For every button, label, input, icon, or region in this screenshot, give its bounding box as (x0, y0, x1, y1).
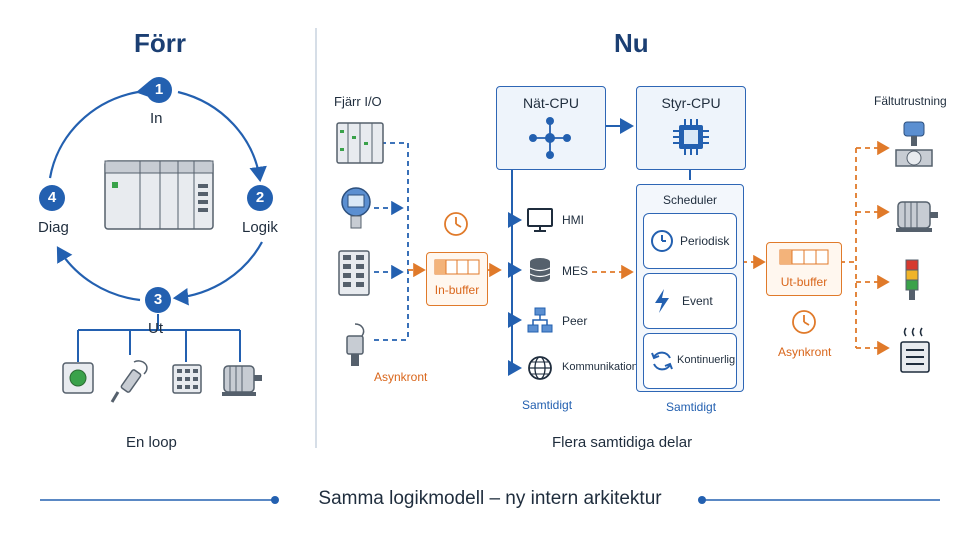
step-diag: 4 (38, 184, 66, 217)
step-logic: 2 (246, 184, 274, 217)
step-number: 4 (47, 189, 57, 206)
loop-arc-logic (177, 90, 267, 183)
indicator-icon (62, 362, 94, 399)
peer-icon (526, 306, 554, 339)
step-label-logic: Logik (242, 219, 278, 236)
service-mes: MES (562, 264, 589, 278)
scheduler-label: Scheduler (662, 193, 718, 207)
service-peer: Peer (562, 314, 588, 328)
step-label-diag: Diag (38, 219, 69, 236)
left-title: Förr (134, 28, 186, 58)
hmi-icon (526, 206, 554, 239)
chip-icon (671, 117, 711, 162)
footer-tagline: Samma logikmodell – ny intern arkitektur (318, 488, 662, 509)
task-periodic-label: Periodisk (680, 234, 730, 248)
network-icon (527, 115, 573, 166)
transmitter-icon (338, 186, 374, 235)
step-number: 2 (255, 189, 265, 206)
loop-arc-diag (56, 246, 141, 302)
concurrent-ctrl-label: Samtidigt (666, 400, 717, 414)
task-periodic: Periodisk (643, 213, 737, 269)
motor-icon (894, 196, 940, 241)
loop-arc-in (48, 80, 153, 179)
refresh-icon (650, 349, 674, 378)
service-hmi: HMI (562, 213, 584, 227)
field-label: Fältutrustning (874, 94, 947, 108)
async-label-right: Asynkront (778, 345, 832, 359)
lightning-icon (652, 288, 672, 319)
sensor-icon (108, 356, 154, 411)
task-event-label: Event (682, 294, 713, 308)
loop-arc-out (172, 241, 263, 306)
in-buffer-label: In-buffer (434, 283, 480, 297)
task-event: Event (643, 273, 737, 329)
timer-icon (650, 229, 674, 258)
motor-icon (220, 360, 264, 403)
step-label-out: Ut (148, 320, 163, 337)
concurrent-net-label: Samtidigt (522, 398, 573, 412)
task-continuous-label: Kontinuerlig (677, 354, 736, 366)
scheduler-box: Scheduler Periodisk Event Kontinuerlig (636, 184, 744, 392)
remote-io-label: Fjärr I/O (334, 94, 382, 109)
service-communication: Kommunikation (562, 361, 638, 373)
terminal-block-icon (338, 250, 370, 301)
valve-icon (894, 120, 934, 181)
clock-icon (790, 308, 818, 341)
ctrl-cpu-box: Styr-CPU (636, 86, 746, 170)
left-caption: En loop (126, 434, 177, 451)
task-continuous: Kontinuerlig (643, 333, 737, 389)
step-number: 3 (153, 291, 163, 308)
right-caption: Flera samtidiga delar (552, 434, 693, 451)
step-in: 1 (145, 76, 173, 109)
net-cpu-label: Nät-CPU (522, 95, 579, 111)
in-buffer: In-buffer (426, 252, 488, 306)
net-cpu-box: Nät-CPU (496, 86, 606, 170)
proximity-sensor-icon (340, 322, 370, 375)
ctrl-cpu-label: Styr-CPU (661, 95, 721, 111)
out-buffer-label: Ut-buffer (780, 275, 828, 289)
io-module-icon (172, 364, 202, 399)
database-icon (526, 256, 554, 289)
clock-icon (442, 210, 470, 243)
plc-rack-icon (104, 160, 214, 235)
globe-icon (526, 354, 554, 387)
remote-io-rack-icon (336, 122, 384, 169)
heater-icon (898, 324, 932, 381)
step-label-in: In (150, 110, 163, 127)
async-label-left: Asynkront (374, 370, 428, 384)
stack-light-icon (902, 258, 922, 309)
step-out: 3 (144, 286, 172, 319)
right-title: Nu (614, 28, 649, 58)
step-number: 1 (154, 81, 164, 98)
out-buffer: Ut-buffer (766, 242, 842, 296)
